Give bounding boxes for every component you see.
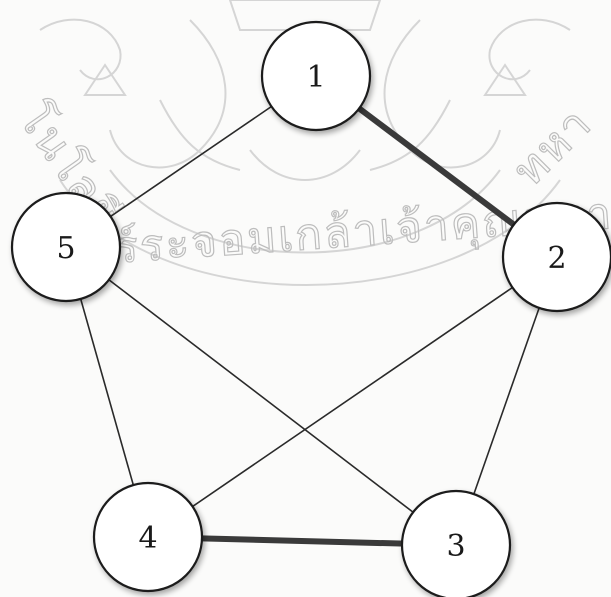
- node-3: 3: [400, 489, 512, 597]
- node-circle-2: [501, 201, 611, 313]
- edge-5-3: [65, 246, 457, 546]
- node-label-1: 1: [306, 60, 325, 95]
- node-1: 1: [260, 20, 372, 132]
- node-4: 4: [92, 481, 204, 593]
- node-layer: 1 2 3 4 5: [10, 20, 611, 597]
- node-5: 5: [10, 191, 122, 303]
- node-label-5: 5: [56, 231, 75, 266]
- node-circle-5: [10, 191, 122, 303]
- watermark-emblem: [39, 0, 571, 286]
- edge-layer: [65, 73, 559, 548]
- node-label-4: 4: [138, 521, 157, 556]
- node-label-3: 3: [446, 529, 465, 564]
- edge-2-4: [147, 256, 558, 538]
- node-circle-1: [260, 20, 372, 132]
- node-circle-3: [400, 489, 512, 597]
- node-label-2: 2: [547, 241, 566, 276]
- node-2: 2: [501, 201, 611, 313]
- node-circle-4: [92, 481, 204, 593]
- watermark-right-text: ทหา: [503, 97, 602, 196]
